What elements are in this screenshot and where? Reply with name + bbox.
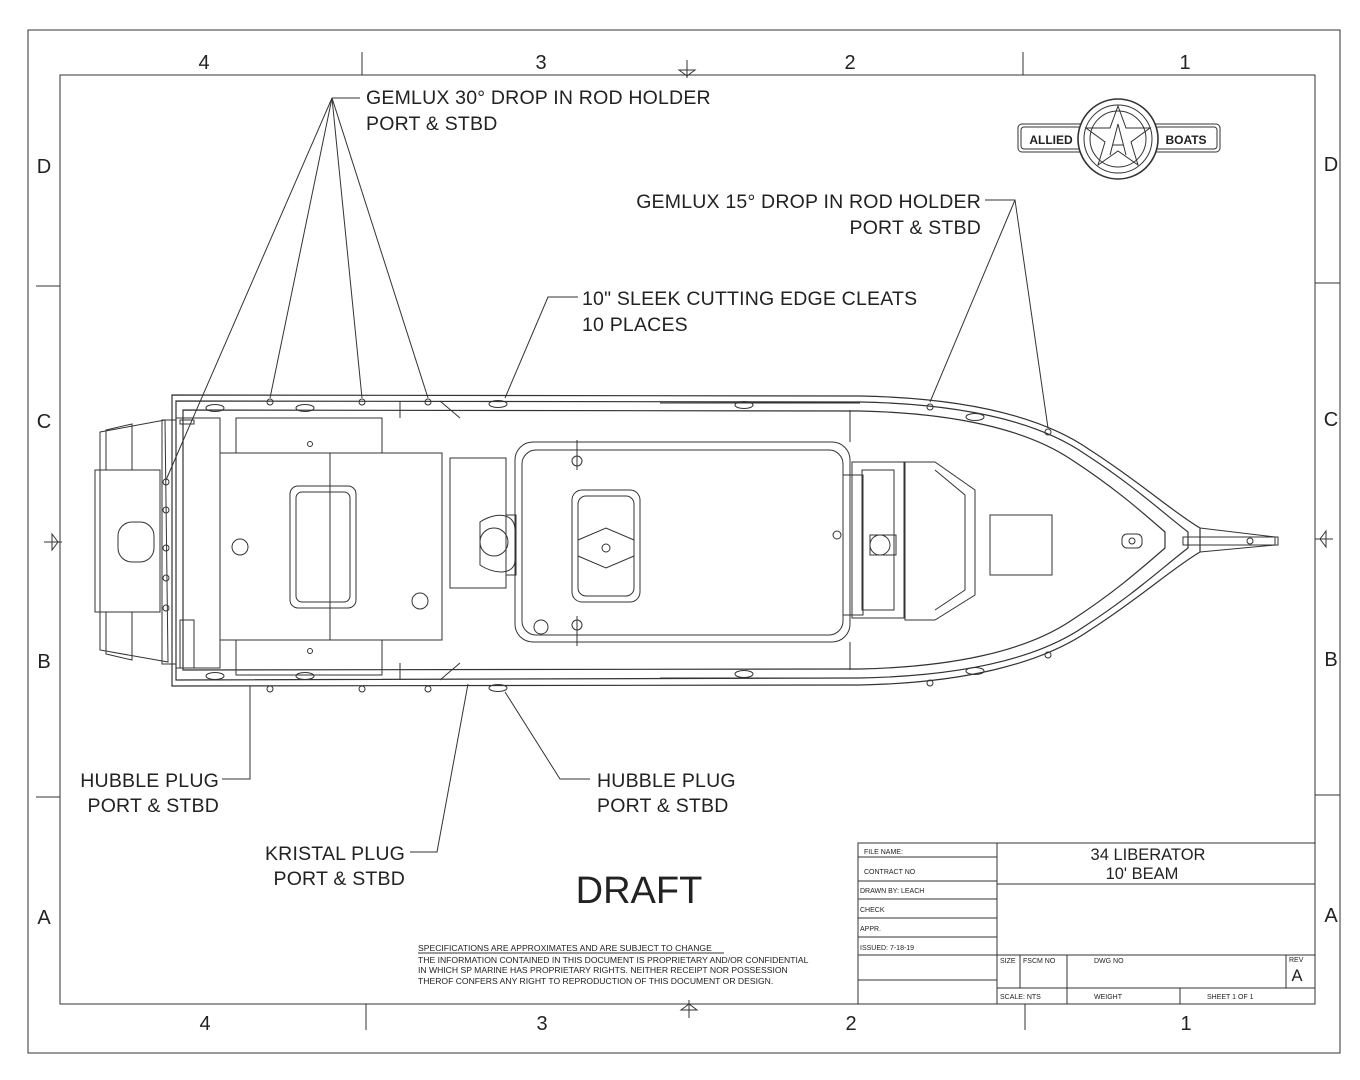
tb-weight: WEIGHT — [1094, 994, 1123, 1001]
grid-col-1-bottom: 1 — [1180, 1013, 1191, 1035]
tb-scale: SCALE: NTS — [1000, 994, 1041, 1001]
callout-rod15-line1: GEMLUX 15° DROP IN ROD HOLDER — [636, 191, 981, 213]
notice-line-3: THEROF CONFERS ANY RIGHT TO REPRODUCTION… — [418, 976, 773, 986]
grid-col-4-top: 4 — [198, 52, 209, 74]
callout-rod30-line2: PORT & STBD — [366, 113, 498, 135]
grid-row-b-right: B — [1324, 649, 1337, 671]
logo-text-right: BOATS — [1165, 133, 1206, 147]
grid-row-d-left: D — [37, 156, 51, 178]
grid-row-a-right: A — [1324, 905, 1338, 927]
tb-file-name: FILE NAME: — [864, 849, 903, 856]
tb-issued: ISSUED: 7-18-19 — [860, 945, 914, 952]
tb-rev-value: A — [1291, 967, 1302, 985]
grid-row-d-right: D — [1324, 154, 1338, 176]
boat-plan-view — [94, 394, 1279, 693]
tb-fscm-no: FSCM NO — [1023, 958, 1056, 965]
callout-hubble-left-line2: PORT & STBD — [87, 795, 219, 817]
notice-line-1: THE INFORMATION CONTAINED IN THIS DOCUME… — [418, 955, 809, 965]
tb-size: SIZE — [1000, 958, 1016, 965]
outer-border — [27, 29, 1341, 1054]
callout-rod30-line1: GEMLUX 30° DROP IN ROD HOLDER — [366, 87, 711, 109]
notice-heading: SPECIFICATIONS ARE APPROXIMATES AND ARE … — [418, 943, 712, 953]
grid-col-4-bottom: 4 — [199, 1013, 210, 1035]
callout-hubble-left-line1: HUBBLE PLUG — [80, 770, 219, 792]
grid-col-2-top: 2 — [844, 52, 855, 74]
callout-cleats-line1: 10" SLEEK CUTTING EDGE CLEATS — [582, 288, 917, 310]
callout-rod15-line2: PORT & STBD — [849, 217, 981, 239]
grid-row-c-right: C — [1324, 409, 1338, 431]
grid-col-2-bottom: 2 — [845, 1013, 856, 1035]
notice-line-2: IN WHICH SP MARINE HAS PROPRIETARY RIGHT… — [418, 965, 788, 975]
tb-drawn-by: DRAWN BY: LEACH — [860, 888, 924, 895]
tb-appr: APPR. — [860, 926, 881, 933]
grid-row-b-left: B — [37, 651, 50, 673]
grid-col-1-top: 1 — [1179, 52, 1190, 74]
callout-hubble-right-line1: HUBBLE PLUG — [597, 770, 736, 792]
tb-sheet: SHEET 1 OF 1 — [1207, 994, 1254, 1001]
grid-col-3-top: 3 — [535, 52, 546, 74]
callout-kristal-line1: KRISTAL PLUG — [265, 843, 405, 865]
callout-leaders — [165, 97, 1049, 853]
tb-dwg-no: DWG NO — [1094, 958, 1124, 965]
allied-boats-logo: ALLIED BOATS — [1017, 98, 1221, 180]
grid-col-3-bottom: 3 — [536, 1013, 547, 1035]
title-block — [857, 842, 1316, 1005]
zone-dividers — [36, 52, 1340, 1030]
tb-title-line2: 10' BEAM — [1106, 865, 1179, 883]
tb-contract-no: CONTRACT NO — [864, 869, 916, 876]
draft-stamp: DRAFT — [576, 870, 703, 912]
tb-check: CHECK — [860, 907, 885, 914]
grid-row-a-left: A — [37, 907, 51, 929]
callout-kristal-line2: PORT & STBD — [273, 868, 405, 890]
callout-hubble-right-line2: PORT & STBD — [597, 795, 729, 817]
grid-row-c-left: C — [37, 411, 51, 433]
callout-cleats-line2: 10 PLACES — [582, 314, 688, 336]
tb-rev-label: REV — [1289, 957, 1304, 964]
logo-text-left: ALLIED — [1029, 133, 1073, 147]
tb-title-line1: 34 LIBERATOR — [1091, 846, 1206, 864]
